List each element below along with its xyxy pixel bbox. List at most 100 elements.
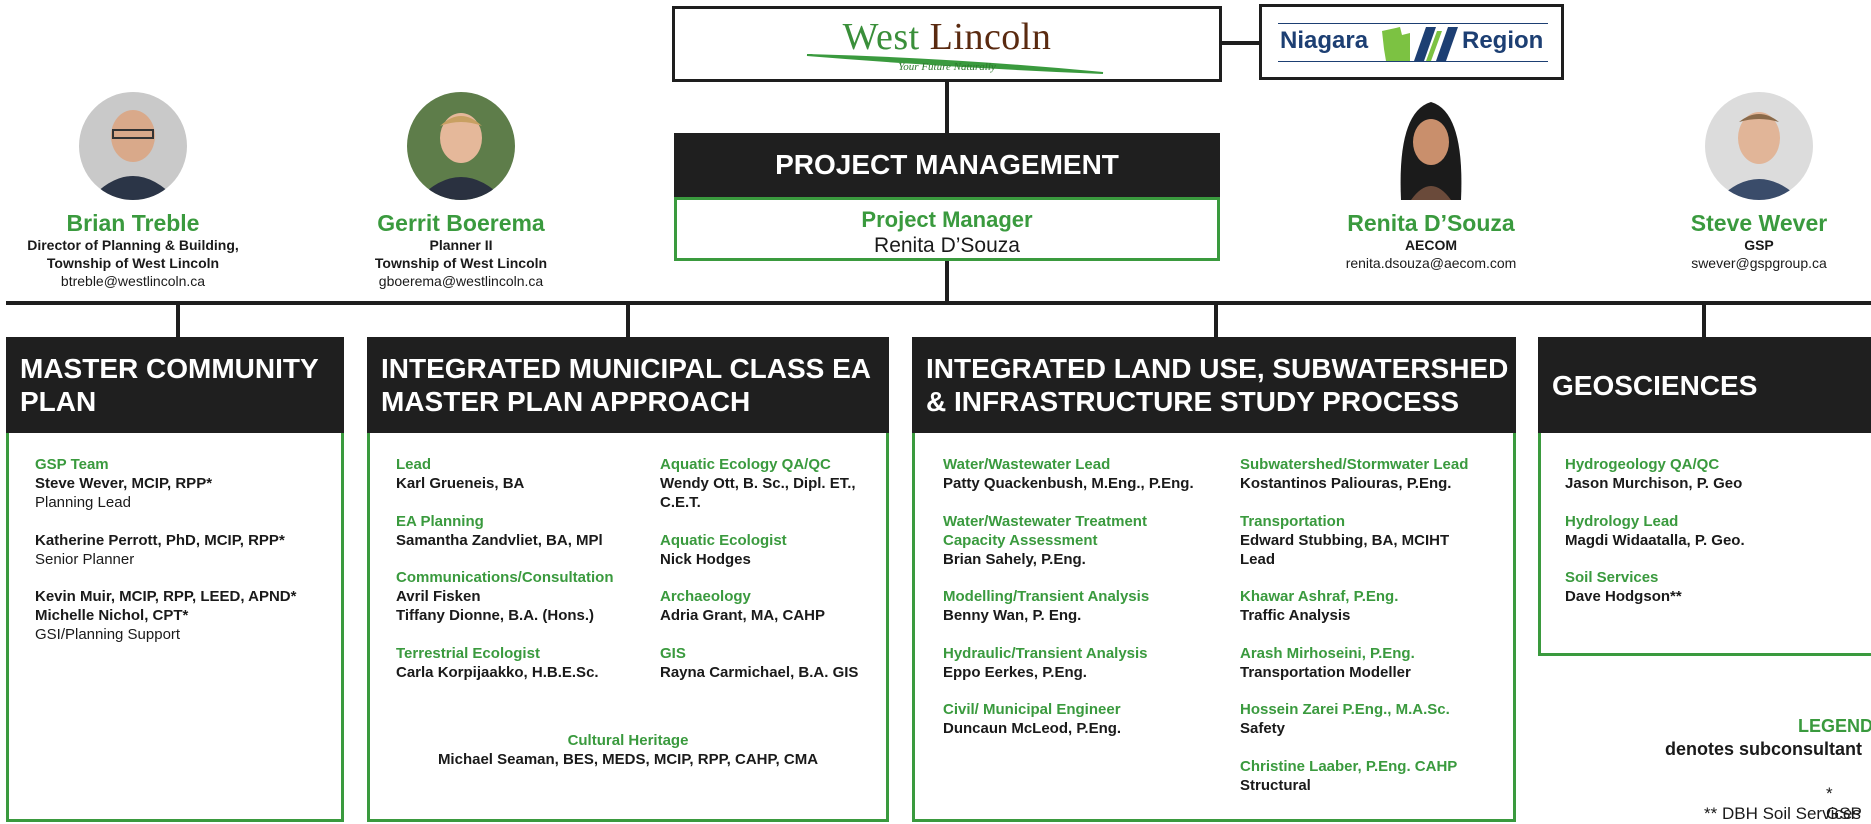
entry-name: Structural <box>1240 777 1311 794</box>
project-manager-name: Renita D’Souza <box>874 234 1020 257</box>
entry-role: Hossein Zarei P.Eng., M.A.Sc. <box>1240 701 1450 718</box>
person-photo-icon <box>407 92 515 200</box>
person-photo-icon <box>1377 92 1485 200</box>
legend-title: LEGEND <box>1798 716 1871 736</box>
person-name: Brian Treble <box>66 210 200 236</box>
entry-sub: GSI/Planning Support <box>35 626 181 643</box>
team-entry: Hydrogeology QA/QC Jason Murchison, P. Ge… <box>1565 455 1742 493</box>
panel-title-line1: MASTER COMMUNITY <box>20 353 319 384</box>
entry-name: Katherine Perrott, PhD, MCIP, RPP* <box>35 532 285 549</box>
connector-logos <box>1220 41 1262 45</box>
logo-name-lincoln: Lincoln <box>929 16 1052 58</box>
person-email[interactable]: renita.dsouza@aecom.com <box>1345 255 1517 271</box>
person-renita-dsouza: Renita D’Souza AECOM renita.dsouza@aecom… <box>1281 92 1581 272</box>
drop-mcp <box>176 303 180 337</box>
team-entry: GIS Rayna Carmichael, B.A. GIS <box>660 644 858 682</box>
project-manager-box: Project Manager Renita D’Souza <box>674 197 1220 261</box>
entry-role: GSP Team <box>35 456 109 473</box>
team-entry: GSP Team Steve Wever, MCIP, RPP* Plannin… <box>35 455 212 512</box>
person-name: Renita D’Souza <box>1347 210 1515 236</box>
entry-name: Kevin Muir, MCIP, RPP, LEED, APND* <box>35 588 297 605</box>
entry-name-2: C.E.T. <box>660 494 701 511</box>
entry-role: Christine Laaber, P.Eng. CAHP <box>1240 758 1458 775</box>
entry-name: Dave Hodgson** <box>1565 588 1682 605</box>
entry-name: Nick Hodges <box>660 551 751 568</box>
panel-title-line2: PLAN <box>20 386 97 417</box>
logo-swoosh-icon <box>806 54 1104 74</box>
entry-role: GIS <box>660 645 686 662</box>
team-entry: Christine Laaber, P.Eng. CAHP Structural <box>1240 757 1457 795</box>
entry-name: Michael Seaman, BES, MEDS, MCIP, RPP, CA… <box>437 751 819 768</box>
entry-role: Hydrogeology QA/QC <box>1565 456 1720 473</box>
entry-role: Lead <box>396 456 432 473</box>
team-entry: Khawar Ashraf, P.Eng.Traffic Analysis <box>1240 587 1398 625</box>
entry-role: Modelling/Transient Analysis <box>943 588 1150 605</box>
avatar <box>1377 92 1485 200</box>
connector-pm-bus <box>945 261 949 303</box>
legend-item-gsp: * GSP <box>1826 784 1862 823</box>
horizontal-bus <box>6 301 1871 305</box>
person-email[interactable]: btreble@westlincoln.ca <box>60 273 206 289</box>
person-email[interactable]: gboerema@westlincoln.ca <box>378 273 544 289</box>
entry-name-2: Lead <box>1240 551 1276 568</box>
entry-role: Terrestrial Ecologist <box>396 645 540 662</box>
panel-title-line1: INTEGRATED MUNICIPAL CLASS EA <box>381 353 872 384</box>
entry-name-2: Michelle Nichol, CPT* <box>35 607 189 624</box>
panel-title-line2: MASTER PLAN APPROACH <box>381 386 751 417</box>
person-steve-wever: Steve Wever GSP swever@gspgroup.ca <box>1609 92 1871 272</box>
person-org: AECOM <box>1404 237 1458 253</box>
entry-role: Hydraulic/Transient Analysis <box>943 645 1148 662</box>
entry-name: Brian Sahely, P.Eng. <box>943 551 1086 568</box>
entry-role: Cultural Heritage <box>567 732 689 749</box>
west-lincoln-logo: West Lincoln Your Future Naturally <box>672 6 1222 82</box>
drop-lu <box>1214 303 1218 337</box>
entry-name: Kostantinos Paliouras, P.Eng. <box>1240 475 1452 492</box>
entry-role: EA Planning <box>396 513 484 530</box>
person-role: Director of Planning & Building, <box>27 237 239 253</box>
entry-name: Wendy Ott, B. Sc., Dipl. ET., <box>660 475 856 492</box>
entry-name: Samantha Zandvliet, BA, MPl <box>396 532 603 549</box>
panel-body-geosciences: Hydrogeology QA/QC Jason Murchison, P. Ge… <box>1538 433 1871 656</box>
entry-name: Eppo Eerkes, P.Eng. <box>943 664 1087 681</box>
entry-name: Duncaun McLeod, P.Eng. <box>943 720 1122 737</box>
entry-name: Jason Murchison, P. Geo <box>1565 475 1743 492</box>
entry-name: Traffic Analysis <box>1240 607 1351 624</box>
entry-name: Rayna Carmichael, B.A. GIS <box>660 664 859 681</box>
legend-description: denotes subconsultant <box>1665 739 1863 759</box>
person-name: Gerrit Boerema <box>377 210 545 236</box>
entry-role: Aquatic Ecology QA/QC <box>660 456 831 473</box>
person-name: Steve Wever <box>1690 210 1828 236</box>
entry-name: Safety <box>1240 720 1286 737</box>
panel-header-geosciences: GEOSCIENCES <box>1538 337 1871 433</box>
niagara-rule-top <box>1278 23 1548 24</box>
panel-header-land-use: INTEGRATED LAND USE, SUBWATERSHED& INFRA… <box>912 337 1516 433</box>
entry-role: Transportation <box>1240 513 1346 530</box>
entry-name-2: Tiffany Dionne, B.A. (Hons.) <box>396 607 595 624</box>
niagara-rule-bottom <box>1278 61 1548 62</box>
entry-name: Avril Fisken <box>396 588 481 605</box>
person-gerrit-boerema: Gerrit Boerema Planner II Township of We… <box>311 92 611 290</box>
entry-role: Archaeology <box>660 588 751 605</box>
entry-name: Transportation Modeller <box>1240 664 1411 681</box>
connector-logo-pm <box>945 80 949 133</box>
legend-item-dbh: ** DBH Soil Services <box>1704 804 1861 823</box>
entry-role: Water/Wastewater Treatment <box>943 513 1147 530</box>
person-email[interactable]: swever@gspgroup.ca <box>1691 255 1827 271</box>
